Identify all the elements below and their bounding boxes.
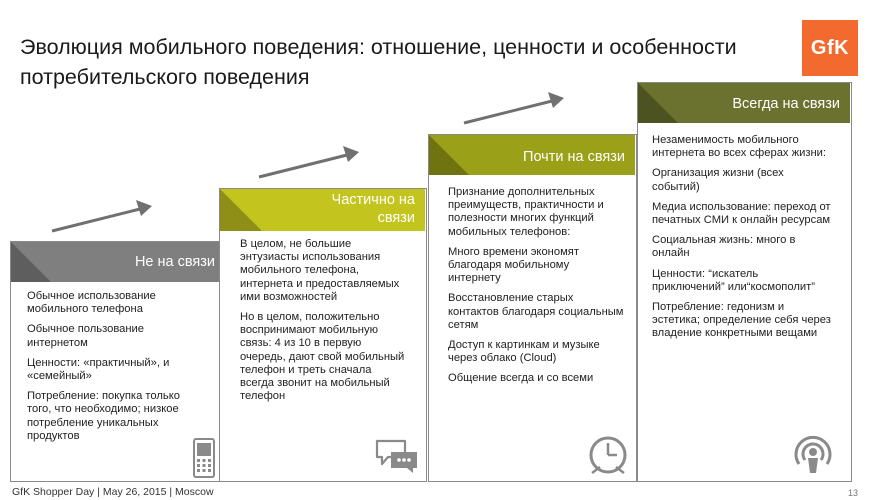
list-item: Признание дополнительных преимуществ, пр…	[448, 186, 604, 238]
stage-always-connected: Всегда на связи Незаменимость мобильного…	[637, 82, 852, 482]
progress-arrow-1	[51, 200, 152, 233]
stage-heading: Всегда на связи	[732, 96, 840, 112]
list-item: Много времени экономят благодаря мобильн…	[448, 245, 579, 285]
stage-partially-connected: Частично на связи В целом, не большие эн…	[219, 188, 427, 482]
list-item: Но в целом, положительно воспринимают мо…	[240, 311, 405, 403]
list-item: Обычное пользование интернетом	[27, 323, 145, 349]
stage-header: Частично на связи	[220, 189, 425, 231]
list-item: Потребление: гедонизм и эстетика; опреде…	[652, 301, 831, 340]
chat-bubbles-icon	[375, 439, 417, 473]
list-item: Организация жизни (всех событий)	[652, 167, 784, 193]
list-item: Обычное использование мобильного телефон…	[27, 290, 156, 316]
list-item: Социальная жизнь: много в онлайн	[652, 234, 796, 260]
header-corner-decoration	[429, 135, 469, 175]
stage-header: Почти на связи	[429, 135, 635, 175]
stage-items: Обычное использование мобильного телефон…	[27, 290, 207, 450]
list-item: Незаменимость мобильного интернета во вс…	[652, 134, 827, 160]
stage-items: Незаменимость мобильного интернета во вс…	[652, 134, 832, 348]
footer-text: GfK Shopper Day | May 26, 2015 | Moscow	[12, 486, 214, 498]
stage-header: Всегда на связи	[638, 83, 850, 123]
stage-heading: Почти на связи	[523, 149, 625, 165]
header-corner-decoration	[11, 242, 51, 282]
page-number: 13	[847, 488, 858, 498]
clock-icon	[589, 436, 627, 474]
stage-heading: Частично на связи	[331, 192, 415, 226]
stage-almost-connected: Почти на связи Признание дополнительных …	[428, 134, 637, 482]
list-item: Ценности: «практичный», и «семейный»	[27, 356, 170, 383]
header-corner-decoration	[220, 189, 262, 231]
list-item: В целом, не большие энтузиасты использов…	[240, 238, 400, 303]
list-item: Доступ к картинкам и музыке через облако…	[448, 339, 600, 365]
stage-heading: Не на связи	[134, 254, 215, 270]
stage-offline: Не на связи Обычное использование мобиль…	[10, 241, 227, 482]
broadcast-person-icon	[794, 435, 832, 473]
progress-arrow-3	[463, 92, 564, 125]
mobile-phone-icon	[193, 438, 215, 478]
page-title: Эволюция мобильного поведения: отношение…	[20, 35, 737, 89]
list-item: Потребление: покупка только того, что не…	[27, 390, 180, 442]
list-item: Ценности: “искатель приключений” или“кос…	[652, 267, 815, 293]
list-item: Медиа использование: переход от печатных…	[652, 200, 831, 227]
gfk-logo: GfK	[802, 20, 858, 76]
list-item: Восстановление старых контактов благодар…	[448, 292, 624, 331]
progress-arrow-2	[258, 146, 359, 179]
list-item: Общение всегда и со всеми	[448, 372, 594, 385]
header-corner-decoration	[638, 83, 678, 123]
stage-header: Не на связи	[11, 242, 225, 282]
stage-items: В целом, не большие энтузиасты использов…	[240, 238, 408, 410]
stage-items: Признание дополнительных преимуществ, пр…	[448, 186, 624, 393]
